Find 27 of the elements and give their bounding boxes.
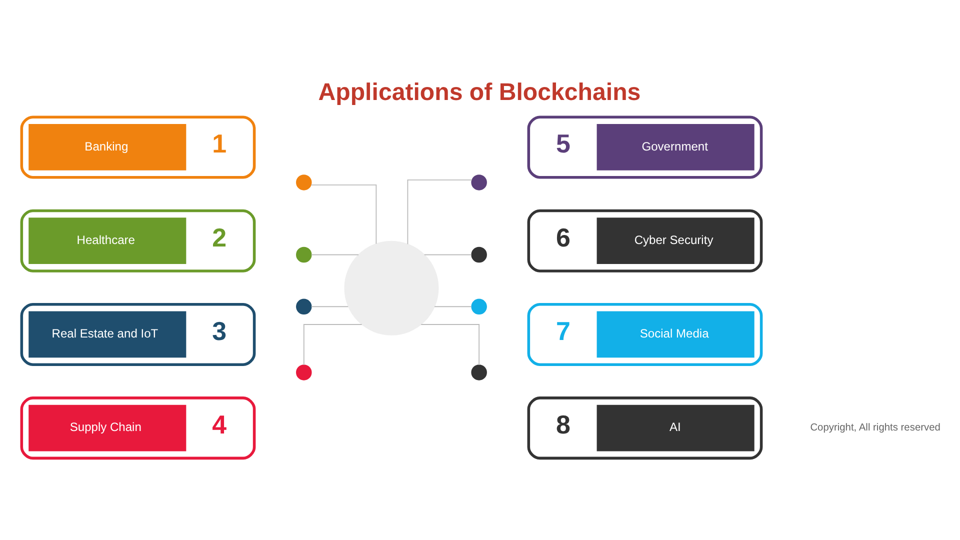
diagram-title: Applications of Blockchains <box>318 78 641 106</box>
node-circle <box>296 364 312 380</box>
connector <box>310 306 349 307</box>
connector <box>407 179 472 244</box>
node-box: 5 Government <box>527 115 763 178</box>
node-box: Healthcare 2 <box>20 208 256 272</box>
node-circle <box>471 246 487 262</box>
node-circle <box>296 174 312 190</box>
node-box: 6 Cyber Security <box>527 208 763 272</box>
connector <box>424 254 472 255</box>
node-circle <box>471 364 487 380</box>
connector <box>420 324 480 365</box>
connector <box>303 324 362 365</box>
node-box: Supply Chain 4 <box>20 396 256 460</box>
node-box: 8 AI <box>527 396 763 460</box>
node-circle <box>296 298 312 314</box>
node-box: 7 Social Media <box>527 302 763 366</box>
node-box: Real Estate and IoT 3 <box>20 302 256 366</box>
connector <box>310 184 377 244</box>
node-circle <box>296 246 312 262</box>
connector <box>310 254 360 255</box>
node-circle <box>344 240 439 335</box>
node-circle <box>471 174 487 190</box>
label: Copyright, All rights reserved <box>810 422 940 434</box>
node-circle <box>471 298 487 314</box>
connector <box>434 306 472 307</box>
node-box: Banking 1 <box>20 115 256 178</box>
